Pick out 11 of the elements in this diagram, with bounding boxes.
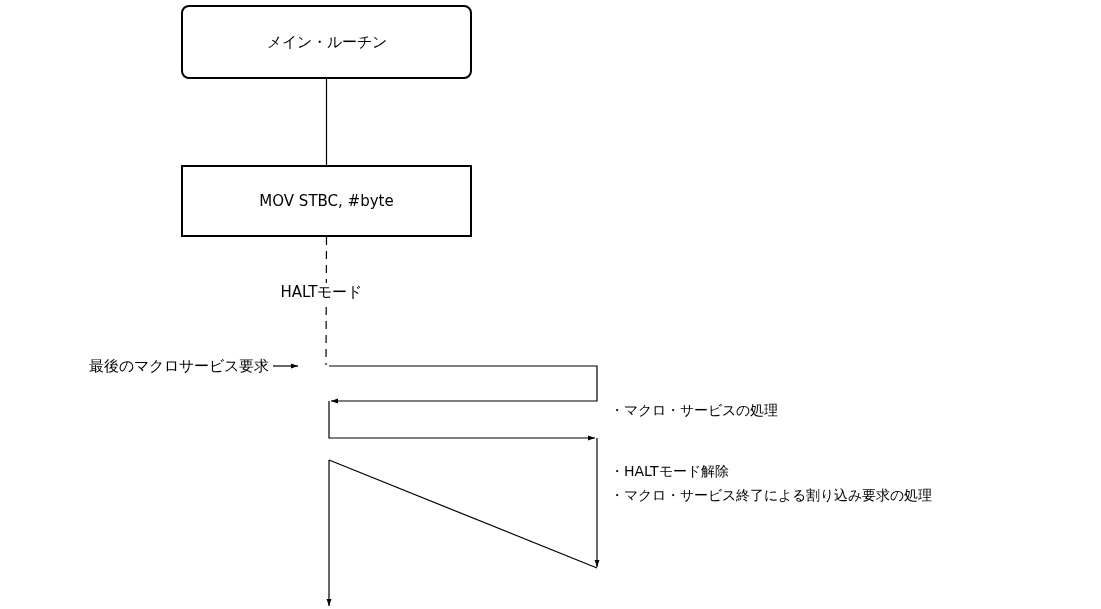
box-text: メイン・ルーチン	[266, 32, 387, 52]
box-text: MOV STBC, #byte	[259, 192, 394, 210]
event-label: 最後のマクロサービス要求	[89, 356, 269, 376]
connector-line	[325, 78, 328, 166]
arrow	[272, 363, 299, 369]
process-box	[181, 5, 472, 79]
note-text: ・HALTモード解除	[610, 463, 729, 481]
note-text: ・マクロ・サービスの処理	[610, 402, 778, 420]
connector-line	[325, 236, 328, 366]
process-box	[181, 165, 472, 237]
note-text: ・マクロ・サービス終了による割り込み要求の処理	[610, 487, 932, 505]
